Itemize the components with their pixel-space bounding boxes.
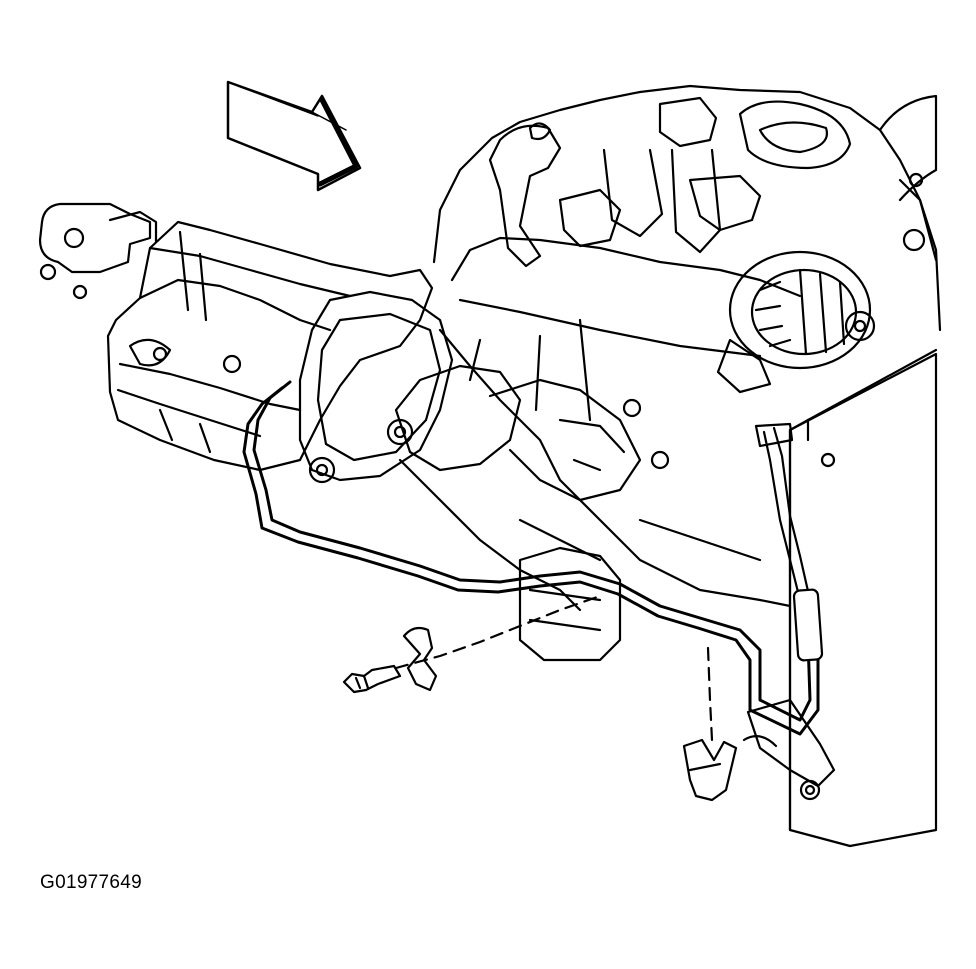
figure-id-label: G01977649 [40, 872, 143, 893]
transmission [38, 202, 454, 484]
line-clip [682, 738, 738, 802]
engine [386, 84, 942, 662]
cooler-lines [242, 380, 836, 788]
direction-arrow [226, 80, 362, 192]
leader-line-right [706, 646, 714, 742]
alternator [716, 250, 876, 394]
leader-line-left [394, 594, 602, 670]
bolt [342, 664, 402, 694]
radiator [788, 348, 938, 848]
clip [402, 626, 438, 692]
